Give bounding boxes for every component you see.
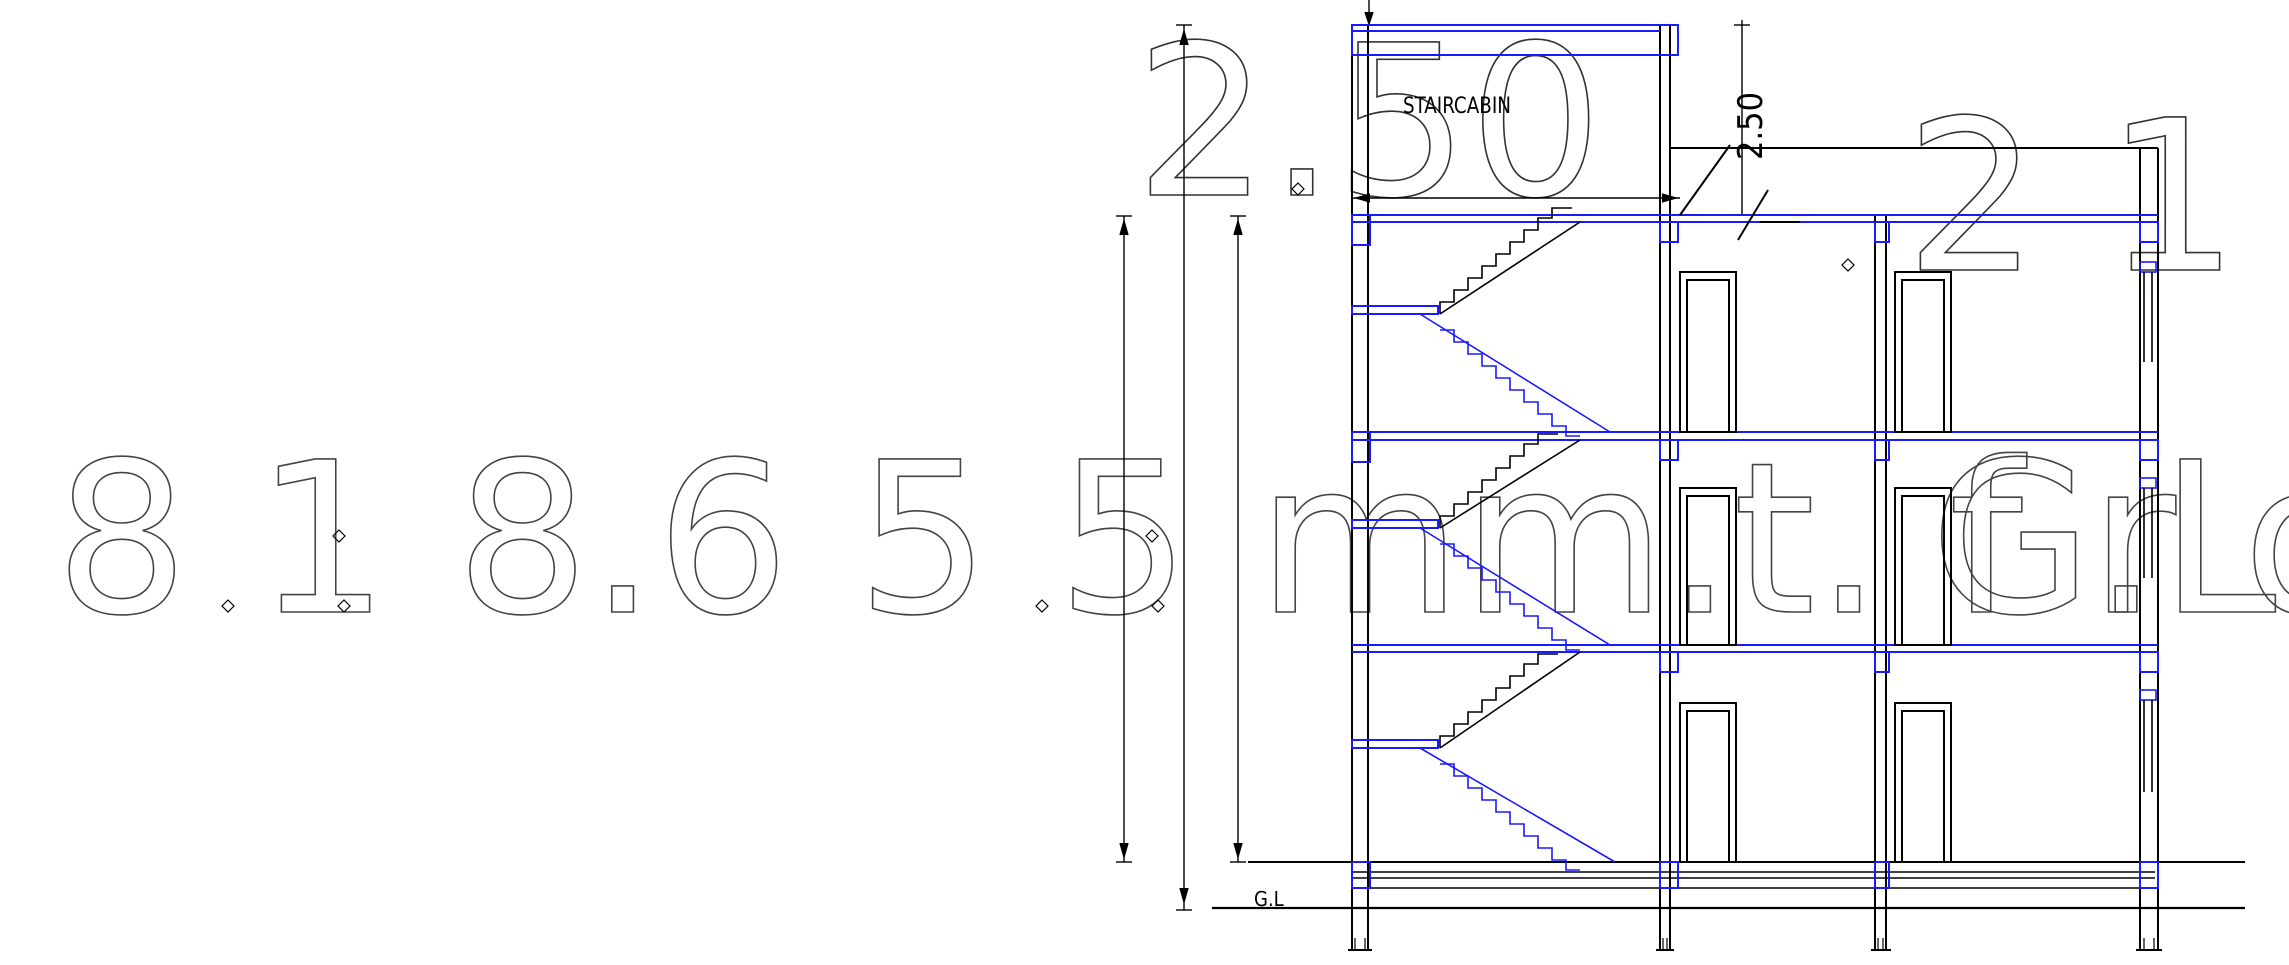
dimension-label-cabin-height: 2.50 <box>1731 92 1771 160</box>
overlay-text-ghost: 8 1 8.6 5 5 mm.t. f r o m G.L 2.50 2 1 <box>54 0 2289 663</box>
columns <box>1348 25 2162 951</box>
staircase <box>1419 207 1616 871</box>
windows <box>2139 261 2157 792</box>
staircabin-label: STAIRCABIN <box>1403 94 1511 119</box>
grip-markers <box>221 182 1855 613</box>
parapets <box>1670 144 2158 241</box>
overlay-text-left: 8 1 8.6 5 5 mm.t. f r o m <box>55 417 2289 662</box>
ground-level-label: G.L <box>1254 887 1284 911</box>
dashed-lines <box>1440 431 1580 646</box>
overlay-text-top-right: 2 1 <box>1905 75 2239 320</box>
overlay-text-right: G.L <box>1930 417 2276 662</box>
doors <box>1679 271 1952 863</box>
dimension-lines <box>1116 0 1750 911</box>
floor-slabs <box>1351 24 2159 889</box>
ground-lines <box>1212 861 2245 910</box>
